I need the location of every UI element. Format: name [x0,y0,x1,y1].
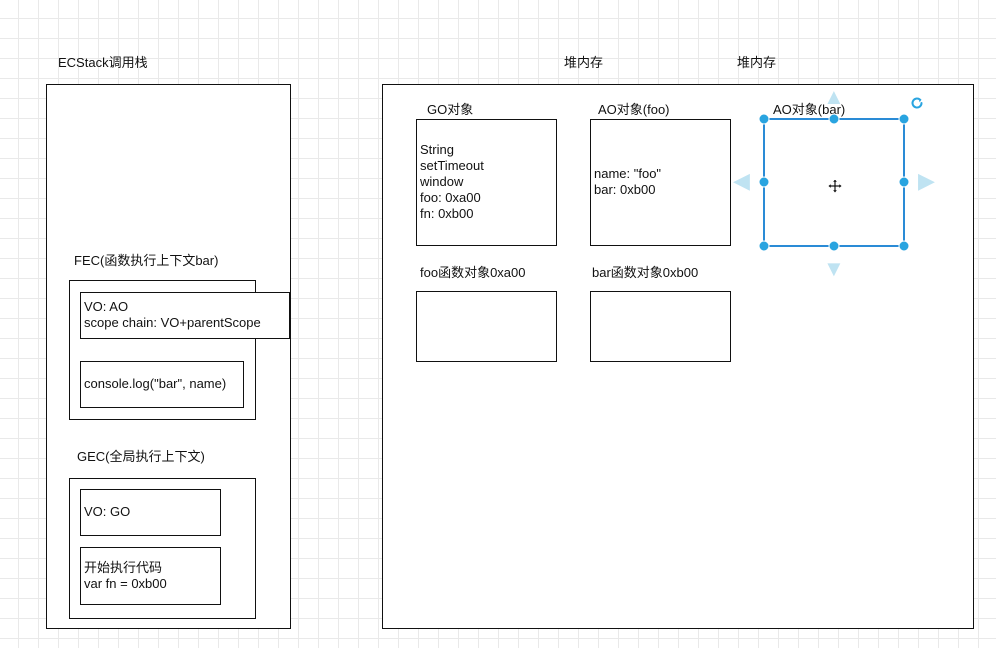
fec-vo-box[interactable]: VO: AO scope chain: VO+parentScope [80,292,290,339]
ao-bar-label: AO对象(bar) [773,102,846,117]
resize-handle-n[interactable] [828,113,840,125]
resize-handle-e[interactable] [898,176,910,188]
go-label: GO对象 [427,102,474,117]
gec-code-box[interactable]: 开始执行代码 var fn = 0xb00 [80,547,221,605]
resize-handle-nw[interactable] [758,113,770,125]
gec-label: GEC(全局执行上下文) [77,449,205,464]
resize-handle-ne[interactable] [898,113,910,125]
fec-code-box[interactable]: console.log("bar", name) [80,361,244,408]
resize-handle-w[interactable] [758,176,770,188]
ao-foo-label: AO对象(foo) [598,102,670,117]
heap-title-2: 堆内存 [737,55,777,70]
fec-code-text: console.log("bar", name) [84,376,227,391]
fec-vo-text: VO: AO scope chain: VO+parentScope [84,299,261,330]
ecstack-title: ECStack调用栈 [58,55,148,70]
foo-fn-box[interactable] [416,291,557,362]
gec-code-text: 开始执行代码 var fn = 0xb00 [84,560,167,591]
move-icon [827,178,843,194]
resize-handle-s[interactable] [828,240,840,252]
ao-foo-box[interactable]: name: "foo" bar: 0xb00 [590,119,731,246]
foo-fn-label: foo函数对象0xa00 [420,265,526,280]
ao-foo-content: name: "foo" bar: 0xb00 [594,166,662,197]
fec-label: FEC(函数执行上下文bar) [74,253,219,268]
resize-handle-se[interactable] [898,240,910,252]
heap-title-1: 堆内存 [564,55,604,70]
connect-arrow-down-icon[interactable]: ▼ [823,256,845,281]
connect-arrow-up-icon[interactable]: ▲ [823,84,845,109]
gec-vo-box[interactable]: VO: GO [80,489,221,536]
connect-arrow-right-icon[interactable]: ▶ [918,168,935,193]
bar-fn-label: bar函数对象0xb00 [592,265,699,280]
connect-arrow-left-icon[interactable]: ◀ [733,168,750,193]
go-box[interactable]: String setTimeout window foo: 0xa00 fn: … [416,119,557,246]
bar-fn-box[interactable] [590,291,731,362]
go-content: String setTimeout window foo: 0xa00 fn: … [420,142,484,221]
gec-vo-text: VO: GO [84,504,131,519]
rotate-icon[interactable] [909,95,925,111]
resize-handle-sw[interactable] [758,240,770,252]
